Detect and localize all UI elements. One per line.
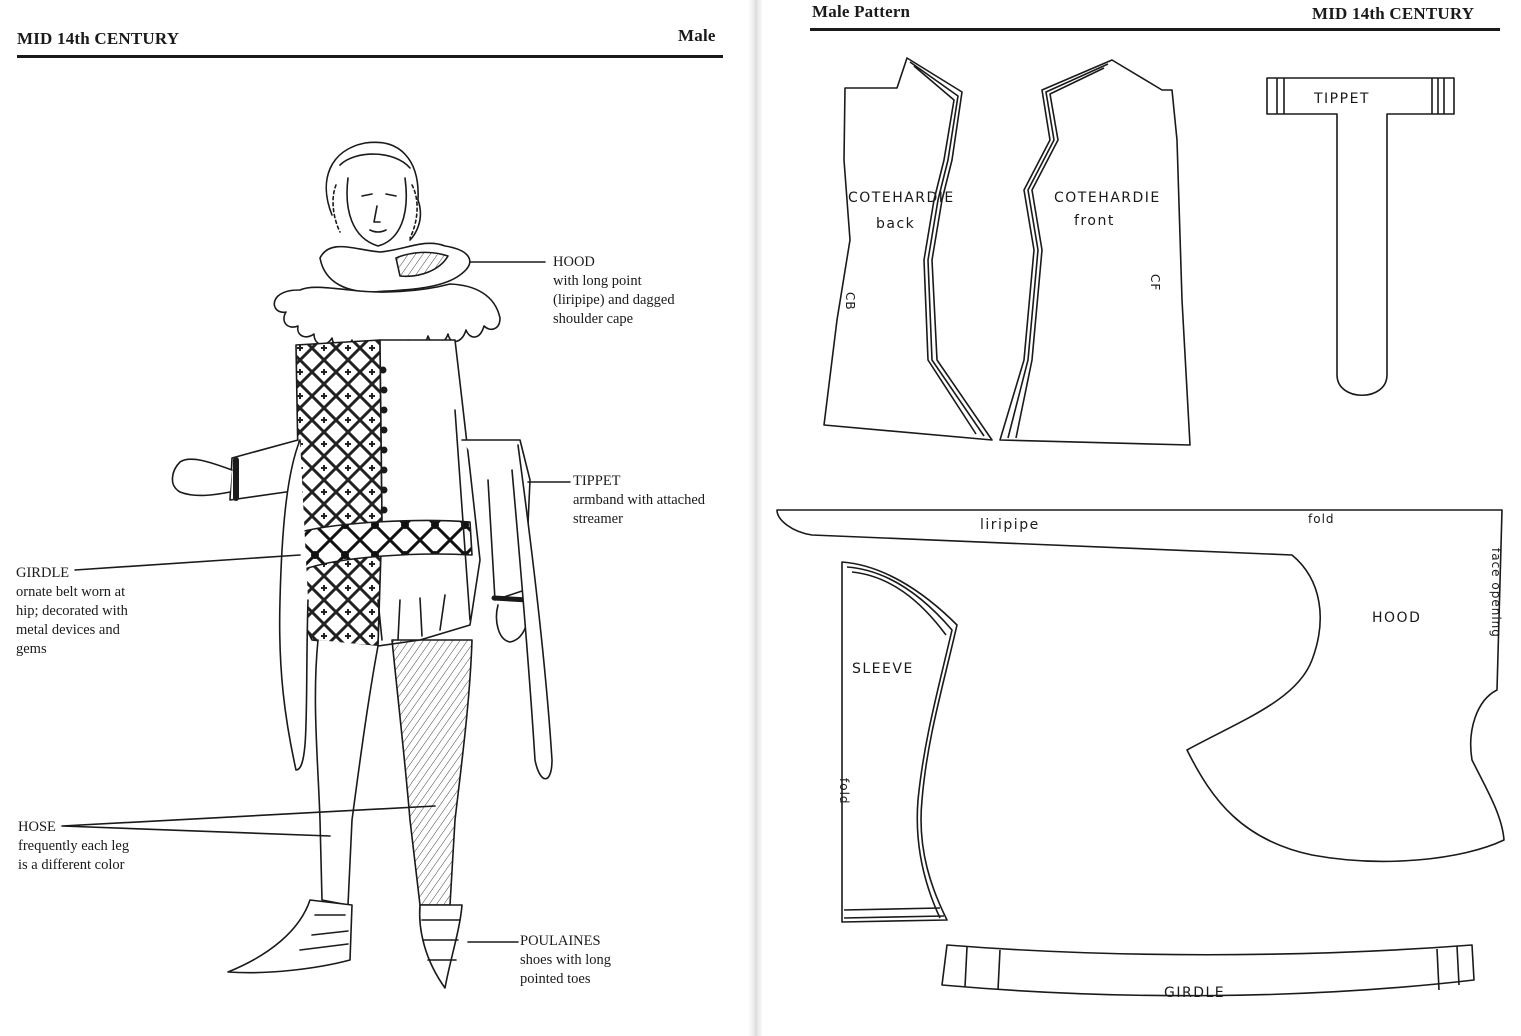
cotehardie-front-mark: CF (1148, 274, 1162, 291)
tippet-piece (1266, 77, 1455, 396)
hood-fold-label: fold (1308, 512, 1335, 526)
cotehardie-front-name: COTEHARDIE (1054, 190, 1161, 206)
hood-label-line: with long point (553, 273, 642, 289)
hood-piece-name: HOOD (1372, 610, 1421, 626)
sleeve-piece (841, 561, 958, 923)
left-page-header-section: Male (678, 26, 716, 45)
figure-illustration (61, 141, 571, 989)
cotehardie-back-name: COTEHARDIE (848, 190, 955, 206)
cotehardie-front-piece (999, 59, 1191, 446)
poulaines-label: POULAINES shoes with long pointed toes (520, 932, 611, 989)
cotehardie-back-mark: CB (843, 292, 857, 311)
hood-piece (776, 509, 1505, 863)
tippet-piece-name: TIPPET (1313, 91, 1370, 107)
hood-label-line: (liripipe) and dagged (553, 292, 675, 308)
tippet-label: TIPPET armband with attached streamer (573, 472, 705, 529)
girdle-label-line: metal devices and (16, 622, 120, 638)
girdle-piece (941, 944, 1475, 997)
poulaines-label-line: shoes with long (520, 952, 612, 968)
right-page: Male Pattern MID 14th CENTURY (762, 0, 1521, 1036)
cotehardie-back-sub: back (876, 216, 915, 232)
hood-label-title: HOOD (553, 254, 595, 270)
cotehardie-back-piece (823, 57, 993, 441)
girdle-label-line: hip; decorated with (16, 603, 128, 619)
hose-label: HOSE frequently each leg is a different … (18, 818, 129, 875)
poulaines-label-line: pointed toes (520, 971, 591, 987)
sleeve-fold-label: fold (837, 778, 851, 805)
hood-label-line: shoulder cape (553, 311, 634, 327)
hose-label-line: frequently each leg (18, 838, 130, 854)
liripipe-label: liripipe (980, 517, 1040, 533)
face-opening-label: face opening (1489, 548, 1503, 638)
book-gutter (748, 0, 764, 1036)
pattern-pieces: COTEHARDIE back CB COTEHARDIE front CF T… (776, 57, 1505, 1001)
girdle-piece-name: GIRDLE (1164, 985, 1225, 1001)
right-page-header-section: MID 14th CENTURY (1312, 4, 1475, 23)
hood-label: HOOD with long point (liripipe) and dagg… (553, 253, 675, 329)
girdle-label: GIRDLE ornate belt worn at hip; decorate… (16, 564, 128, 659)
girdle-label-title: GIRDLE (16, 565, 70, 581)
tippet-label-line: streamer (573, 511, 623, 527)
hose-label-title: HOSE (18, 819, 56, 835)
girdle-label-line: ornate belt worn at (16, 584, 126, 600)
left-header-rule (17, 55, 723, 58)
right-page-header-title: Male Pattern (812, 2, 911, 21)
tippet-label-line: armband with attached (573, 492, 706, 508)
sleeve-piece-name: SLEEVE (852, 661, 914, 677)
left-page-header-title: MID 14th CENTURY (17, 29, 180, 48)
left-page: MID 14th CENTURY Male (0, 0, 750, 1036)
cotehardie-front-sub: front (1074, 213, 1115, 229)
hose-label-line: is a different color (18, 857, 125, 873)
poulaines-label-title: POULAINES (520, 933, 601, 949)
right-header-rule (810, 28, 1500, 31)
tippet-label-title: TIPPET (573, 473, 621, 489)
girdle-label-line: gems (16, 641, 47, 657)
